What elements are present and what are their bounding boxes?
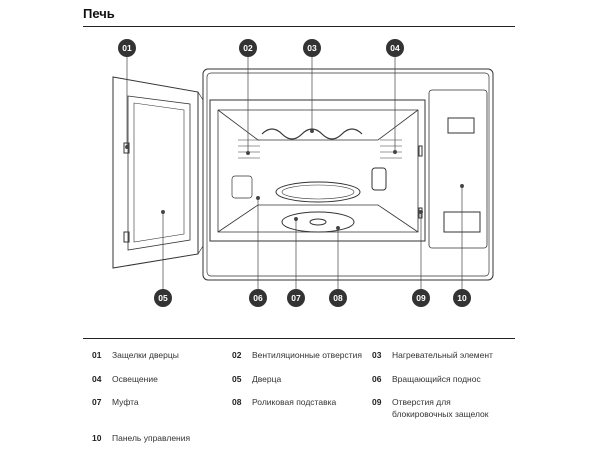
roller-ring [281,211,355,233]
legend-label: Нагревательный элемент [392,350,493,360]
coupler [309,218,327,226]
callout-01-icon: 01 [118,39,136,57]
legend-number: 02 [232,350,242,360]
legend-number: 04 [92,374,102,384]
legend-number: 10 [92,433,102,443]
vents-right [380,139,402,159]
legend-number: 07 [92,397,102,407]
callout-04-label: 04 [390,43,400,53]
legend-label: Отверстия для блокировочных защелок [392,397,489,419]
control-panel [428,89,488,249]
callout-06-label: 06 [253,293,263,303]
legend-number: 03 [372,350,382,360]
legend-label: Муфта [112,397,139,407]
door-latch-top [123,142,130,154]
light [371,167,387,191]
legend-number: 06 [372,374,382,384]
legend-label: Освещение [112,374,158,384]
callout-03-label: 03 [307,43,317,53]
legend-label: Роликовая подставка [252,397,337,407]
turntable [275,181,361,203]
callout-05-label: 05 [158,293,168,303]
callout-07-label: 07 [291,293,301,303]
legend-label: Дверца [252,374,282,384]
vents-left [238,139,260,159]
callout-02-label: 02 [243,43,253,53]
legend-number: 09 [372,397,382,407]
display [447,117,475,134]
legend-number: 08 [232,397,242,407]
callout-07-icon: 07 [287,289,305,307]
callout-09-icon: 09 [412,289,430,307]
callout-08-label: 08 [333,293,343,303]
callout-10-label: 10 [457,293,467,303]
oven-cavity [209,99,426,242]
legend-label: Вентиляционные отверстия [252,350,363,360]
callout-01-label: 01 [122,43,132,53]
callout-10-icon: 10 [453,289,471,307]
legend-divider [83,338,515,339]
legend-label: Панель управления [112,433,191,443]
legend-number: 05 [232,374,242,384]
legend-label: Защелки дверцы [112,350,179,360]
legend-number: 01 [92,350,102,360]
callout-04-icon: 04 [386,39,404,57]
callout-03-icon: 03 [303,39,321,57]
callout-06-icon: 06 [249,289,267,307]
callout-09-label: 09 [416,293,426,303]
callout-08-icon: 08 [329,289,347,307]
door-latch-bottom [123,231,130,243]
page-title: Печь [83,6,115,21]
title-divider [83,26,515,27]
callout-02-icon: 02 [239,39,257,57]
legend-label: Вращающийся поднос [392,374,481,384]
oven-body [202,68,494,281]
callout-05-icon: 05 [154,289,172,307]
door [112,76,199,269]
oven-body-inner [206,72,490,277]
